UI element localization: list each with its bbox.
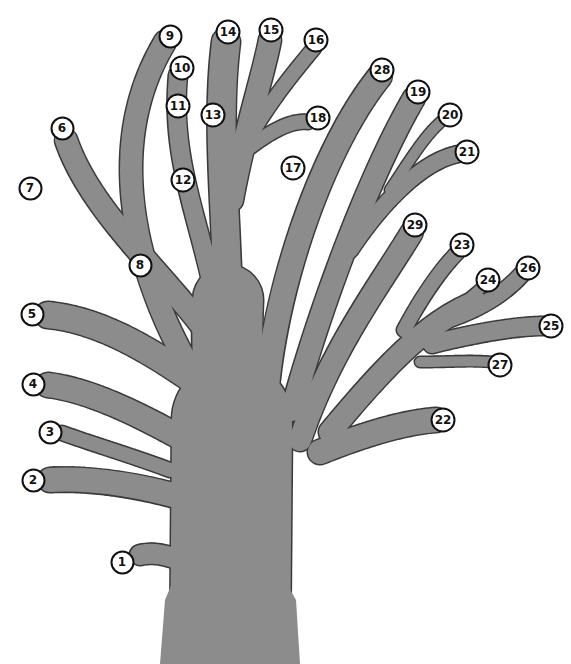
tree-outline [48, 40, 544, 664]
callout-number: 8 [128, 253, 153, 278]
callout-circle-node: 24 [475, 267, 501, 293]
callout-number: 2 [21, 468, 46, 493]
callout-circle-node: 4 [21, 372, 46, 397]
callout-number: 3 [38, 420, 63, 445]
tree-fill [48, 40, 544, 664]
branch [48, 385, 185, 440]
callout-number: 10 [169, 55, 195, 81]
callout-circle-node: 14 [215, 19, 241, 45]
callout-circle-node: 10 [169, 55, 195, 81]
branch [432, 326, 544, 344]
callout-circle-node: 27 [487, 352, 513, 378]
branch [50, 480, 190, 500]
branch-outline [50, 480, 190, 500]
callout-circle-node: 25 [538, 313, 564, 339]
callout-number: 22 [430, 407, 456, 433]
callout-number: 1 [110, 550, 135, 575]
callout-circle-node: 7 [18, 176, 43, 201]
callout-circle-node: 20 [437, 102, 463, 128]
callout-circle-node: 19 [405, 79, 431, 105]
branch-outline [62, 433, 170, 470]
callout-number: 17 [280, 155, 306, 181]
callout-number: 7 [18, 176, 43, 201]
callout-circle-node: 11 [165, 93, 191, 119]
callout-circle-node: 2 [21, 468, 46, 493]
branch-outline [420, 355, 492, 369]
callout-number: 24 [475, 267, 501, 293]
callout-number: 16 [303, 27, 329, 53]
callout-number: 21 [454, 139, 480, 165]
callout-circle-node: 8 [128, 253, 153, 278]
callout-circle-node: 15 [258, 17, 284, 43]
callout-number: 29 [402, 212, 428, 238]
callout-number: 11 [165, 93, 191, 119]
branch [320, 420, 436, 452]
callout-number: 5 [20, 302, 45, 327]
callout-circle-node: 26 [515, 255, 541, 281]
branch [242, 48, 314, 150]
callout-circle-node: 18 [305, 105, 331, 131]
callout-number: 14 [215, 19, 241, 45]
callout-number: 26 [515, 255, 541, 281]
branch [390, 118, 446, 190]
callout-number: 18 [305, 105, 331, 131]
callout-circle-node: 16 [303, 27, 329, 53]
callout-number: 12 [170, 167, 196, 193]
callout-number: 19 [405, 79, 431, 105]
callout-number: 27 [487, 352, 513, 378]
callout-number: 20 [437, 102, 463, 128]
callout-circle-node: 12 [170, 167, 196, 193]
callout-circle-node: 17 [280, 155, 306, 181]
callout-number: 23 [449, 232, 475, 258]
callout-circle-node: 28 [369, 57, 395, 83]
branch [246, 122, 308, 150]
branch [420, 356, 492, 367]
callout-circle-node: 5 [20, 302, 45, 327]
callout-number: 13 [200, 102, 226, 128]
callout-circle-node: 3 [38, 420, 63, 445]
branch-outline [140, 554, 180, 560]
branch [140, 554, 180, 560]
callout-circle-node: 21 [454, 139, 480, 165]
callout-circle-node: 29 [402, 212, 428, 238]
callout-circle-node: 13 [200, 102, 226, 128]
callout-number: 4 [21, 372, 46, 397]
callout-circle-node: 22 [430, 407, 456, 433]
callout-number: 6 [50, 116, 75, 141]
callout-circle-node: 23 [449, 232, 475, 258]
callout-number: 15 [258, 17, 284, 43]
callout-number: 9 [158, 24, 183, 49]
callout-circle-node: 9 [158, 24, 183, 49]
callout-circle-node: 1 [110, 550, 135, 575]
callout-circle-node: 6 [50, 116, 75, 141]
branch [62, 433, 170, 470]
trunk [160, 460, 300, 664]
callout-number: 28 [369, 57, 395, 83]
callout-number: 25 [538, 313, 564, 339]
